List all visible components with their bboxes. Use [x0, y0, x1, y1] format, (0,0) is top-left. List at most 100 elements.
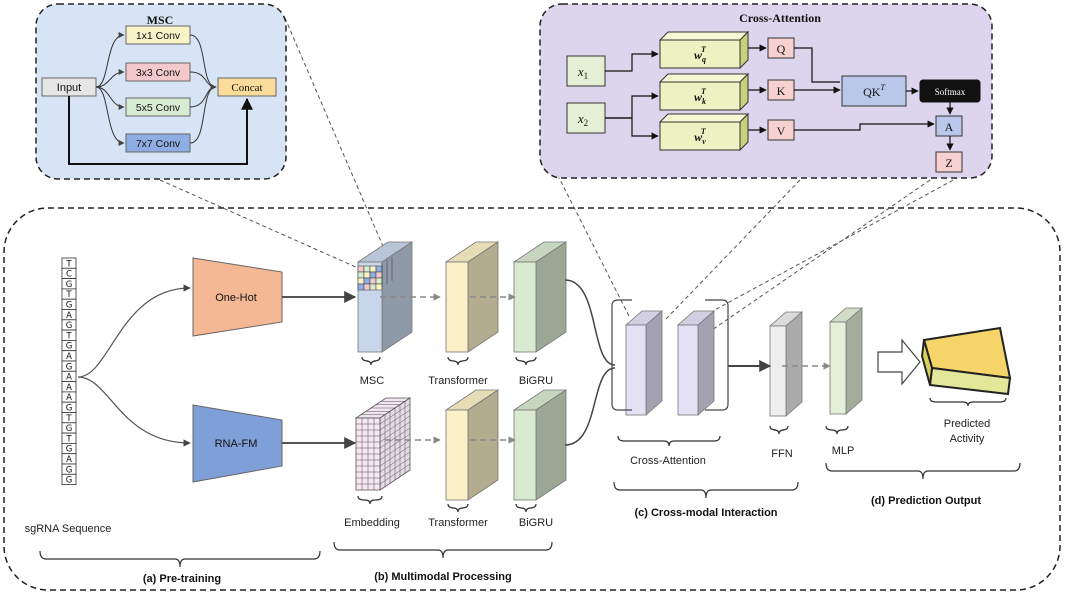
- mlp-block: [828, 307, 864, 415]
- brace-section-d: [825, 462, 1021, 480]
- brace-ffn: [769, 425, 789, 435]
- msc-kernel-grid: [357, 257, 393, 291]
- brace-msc: [361, 356, 381, 366]
- brace-transformer-bottom: [447, 503, 469, 513]
- cross-attention-panel-title: Cross-Attention: [739, 11, 821, 25]
- qk-label: QKT: [863, 83, 885, 99]
- cross-attention-block-1: [624, 310, 664, 416]
- a-label: A: [945, 120, 954, 134]
- sequence-base: A: [66, 373, 72, 383]
- sequence-base: A: [66, 352, 72, 362]
- sequence-base: G: [66, 342, 73, 352]
- sequence-base: G: [66, 404, 73, 414]
- sequence-base: T: [65, 290, 72, 300]
- sequence-base: A: [66, 455, 72, 465]
- msc-panel-title: MSC: [147, 13, 174, 27]
- sequence-base: G: [66, 476, 73, 486]
- conv-7x7-label: 7x7 Conv: [136, 138, 181, 150]
- rna-fm-encoder: RNA-FM: [192, 404, 283, 483]
- sequence-base: A: [66, 393, 72, 403]
- section-c-label: (c) Cross-modal Interaction: [634, 507, 777, 519]
- sequence-base: T: [65, 414, 72, 424]
- sequence-base: G: [66, 301, 73, 311]
- sequence-base: A: [66, 383, 72, 393]
- msc-block-label: MSC: [360, 375, 385, 387]
- z-box: [935, 151, 963, 173]
- embedding-label: Embedding: [344, 517, 400, 529]
- svg-text:wkT: wkT: [694, 87, 707, 106]
- embedding-grid: [354, 397, 412, 491]
- sequence-cell: [61, 473, 77, 485]
- qk-box: [841, 75, 907, 107]
- transformer-bottom-label: Transformer: [428, 517, 488, 529]
- main-frame: [3, 207, 1061, 591]
- sequence-base: A: [66, 311, 72, 321]
- wk-weight-block: wkT: [658, 72, 750, 112]
- bigru-block-top: [512, 241, 568, 353]
- mlp-label: MLP: [832, 445, 855, 457]
- section-b-label: (b) Multimodal Processing: [374, 571, 512, 583]
- x1-box: [566, 55, 606, 87]
- one-hot-encoder: One-Hot: [192, 257, 283, 337]
- brace-mlp: [825, 425, 849, 435]
- bigru-block-bottom: [512, 389, 568, 501]
- v-label: V: [777, 124, 786, 138]
- svg-text:wqT: wqT: [694, 45, 707, 64]
- x1-label: x1: [577, 64, 588, 81]
- msc-residual-connection: [68, 96, 253, 165]
- brace-transformer-top: [447, 356, 469, 366]
- k-label: K: [777, 84, 786, 98]
- brace-section-c: [613, 481, 799, 499]
- brace-predicted: [929, 397, 1007, 407]
- transformer-block-bottom: [444, 389, 500, 501]
- sequence-base: G: [66, 424, 73, 434]
- msc-input-label: Input: [57, 82, 81, 94]
- cross-attention-block-2: [676, 310, 716, 416]
- msc-panel: MSC Input 1x1 Conv 3x3 Conv 5x5 Conv 7x7…: [35, 3, 287, 180]
- brace-section-a: [39, 550, 321, 568]
- sequence-base: C: [66, 270, 72, 280]
- sgrna-sequence-label: sgRNA Sequence: [25, 523, 112, 535]
- output-arrow: [877, 338, 921, 386]
- z-label: Z: [945, 156, 952, 170]
- conv-1x1-label: 1x1 Conv: [136, 30, 181, 42]
- zoom-connectors: [159, 17, 991, 331]
- brace-section-b: [333, 541, 553, 559]
- svg-text:wvT: wvT: [694, 127, 707, 146]
- conv-3x3-label: 3x3 Conv: [136, 67, 181, 79]
- transformer-top-label: Transformer: [428, 375, 488, 387]
- brace-embedding: [357, 495, 383, 505]
- conv-5x5-label: 5x5 Conv: [136, 102, 181, 114]
- one-hot-label: One-Hot: [215, 292, 257, 304]
- predicted-activity-shape: [920, 326, 1012, 396]
- ffn-label: FFN: [771, 448, 792, 460]
- brace-bigru-top: [515, 356, 537, 366]
- cross-attention-bracket-right: [705, 299, 729, 411]
- sequence-base: G: [66, 465, 73, 475]
- sequence-base: G: [66, 445, 73, 455]
- q-label: Q: [777, 42, 786, 56]
- sequence-base: T: [65, 259, 72, 269]
- cross-attention-panel: Cross-Attention x1 x2 wqT wkT wvT Q: [539, 3, 993, 179]
- concat-box: [217, 77, 277, 97]
- sequence-base: G: [66, 280, 73, 290]
- a-box: [935, 115, 963, 137]
- softmax-label: Softmax: [935, 87, 966, 97]
- cross-attention-label: Cross-Attention: [630, 455, 706, 467]
- wq-weight-block: wqT: [658, 30, 750, 70]
- brace-bigru-bottom: [515, 503, 537, 513]
- ffn-block: [768, 311, 804, 417]
- section-d-label: (d) Prediction Output: [871, 495, 981, 507]
- section-a-label: (a) Pre-training: [143, 573, 221, 585]
- x2-label: x2: [577, 111, 588, 128]
- brace-cross-attention: [617, 435, 721, 447]
- wv-weight-block: wvT: [658, 112, 750, 152]
- concat-label: Concat: [231, 82, 262, 94]
- sequence-base: G: [66, 362, 73, 372]
- sequence-base: T: [65, 434, 72, 444]
- cross-attention-bracket: [611, 299, 632, 411]
- predicted-activity-label-line1: Predicted: [944, 418, 990, 430]
- sequence-base: G: [66, 321, 73, 331]
